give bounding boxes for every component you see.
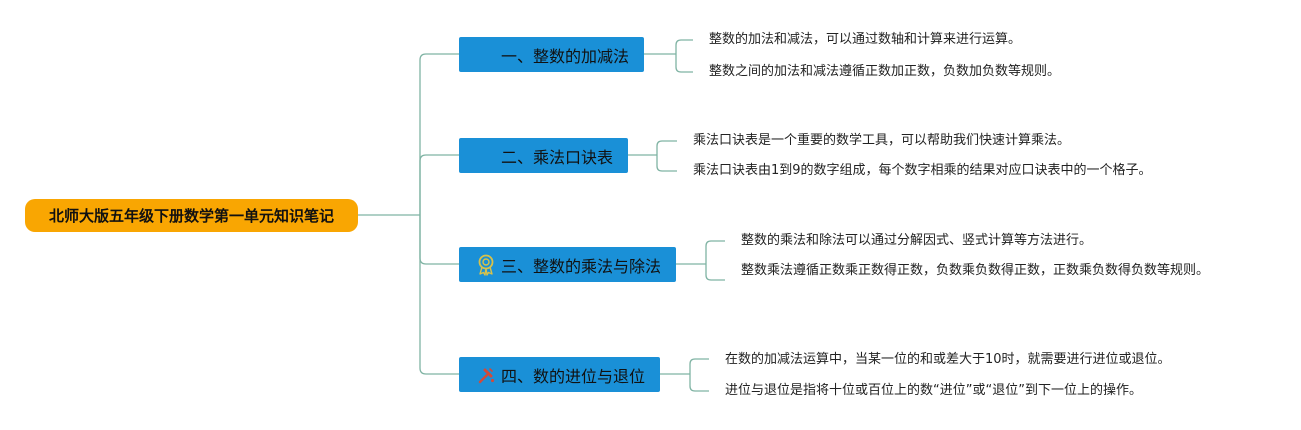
leaf-text: 整数乘法遵循正数乘正数得正数，负数乘负数得正数，正数乘负数得负数等规则。	[741, 263, 1210, 278]
branch-label: 一、整数的加减法	[501, 46, 630, 66]
root-title: 北师大版五年级下册数学第一单元知识笔记	[48, 207, 334, 225]
branch-label: 二、乘法口诀表	[501, 147, 614, 167]
branch-node-multiplication-division[interactable]: 三、整数的乘法与除法	[459, 247, 676, 282]
branch-label: 四、数的进位与退位	[501, 366, 646, 386]
branch-node-carry-borrow[interactable]: 四、数的进位与退位	[459, 357, 660, 392]
leaf-text: 整数之间的加法和减法遵循正数加正数，负数加负数等规则。	[709, 64, 1061, 79]
branch-label: 三、整数的乘法与除法	[501, 256, 662, 276]
leaf-text: 整数的加法和减法，可以通过数轴和计算来进行运算。	[709, 32, 1022, 47]
branch-node-multiplication-table[interactable]: 二、乘法口诀表	[459, 138, 628, 173]
leaf-text: 乘法口诀表由1到9的数字组成，每个数字相乘的结果对应口诀表中的一个格子。	[693, 163, 1152, 178]
leaf-text: 整数的乘法和除法可以通过分解因式、竖式计算等方法进行。	[741, 233, 1093, 248]
hammer-icon	[475, 364, 497, 386]
leaf-text: 乘法口诀表是一个重要的数学工具，可以帮助我们快速计算乘法。	[693, 133, 1071, 148]
branch-node-addition-subtraction[interactable]: 一、整数的加减法	[459, 37, 644, 72]
root-node[interactable]: 北师大版五年级下册数学第一单元知识笔记	[25, 199, 358, 232]
leaf-text: 进位与退位是指将十位或百位上的数“进位”或“退位”到下一位上的操作。	[725, 383, 1142, 398]
award-ribbon-icon	[475, 254, 497, 276]
leaf-text: 在数的加减法运算中，当某一位的和或差大于10时，就需要进行进位或退位。	[725, 352, 1171, 367]
